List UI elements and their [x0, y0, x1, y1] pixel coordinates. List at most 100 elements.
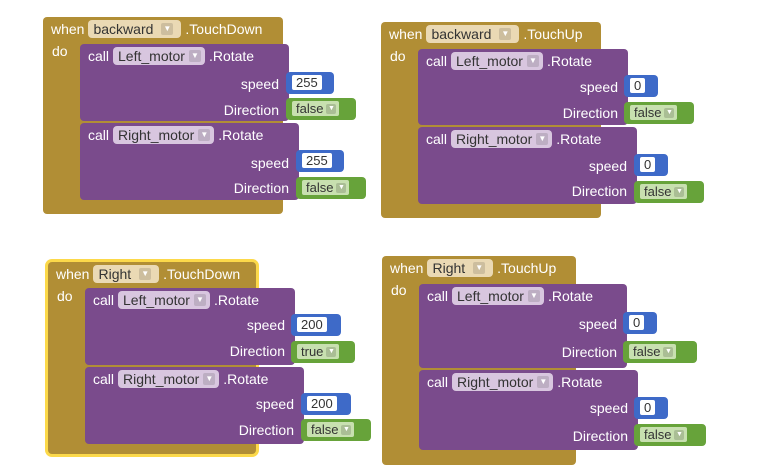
number-value[interactable]: 0 [640, 400, 656, 415]
call-keyword: call [427, 288, 449, 304]
do-keyword: do [52, 43, 68, 59]
call-block-left-motor-rotate[interactable]: call Left_motor▼ .Rotate speed Direction [418, 49, 628, 125]
number-value[interactable]: 255 [302, 153, 332, 168]
number-block[interactable]: 200 [301, 393, 351, 415]
number-value[interactable]: 200 [297, 317, 327, 332]
component-name: Right [98, 266, 132, 282]
call-keyword: call [88, 127, 110, 143]
call-keyword: call [426, 131, 448, 147]
component-name: Left_motor [457, 288, 524, 304]
component-name: Right_motor [123, 371, 200, 387]
boolean-block[interactable]: false▼ [623, 341, 697, 363]
number-block[interactable]: 0 [634, 397, 668, 419]
number-block[interactable]: 0 [624, 75, 658, 97]
boolean-dropdown[interactable]: false▼ [307, 422, 355, 437]
event-header: when backward▼ .TouchDown [43, 17, 266, 41]
boolean-dropdown[interactable]: true▼ [297, 344, 340, 359]
method-name: .Rotate [557, 374, 603, 390]
component-dropdown[interactable]: Right_motor▼ [452, 373, 554, 391]
boolean-value: false [633, 344, 661, 359]
chevron-down-icon: ▼ [499, 28, 512, 40]
number-block[interactable]: 255 [286, 72, 334, 94]
boolean-value: true [301, 344, 324, 359]
when-keyword: when [56, 266, 90, 282]
component-dropdown[interactable]: Left_motor▼ [113, 47, 205, 65]
when-keyword: when [51, 21, 85, 37]
chevron-down-icon: ▼ [527, 290, 540, 302]
number-block[interactable]: 255 [296, 150, 344, 172]
boolean-block[interactable]: false▼ [286, 98, 356, 120]
call-header: call Left_motor▼ .Rotate [427, 284, 597, 308]
call-header: call Left_motor▼ .Rotate [426, 49, 596, 73]
number-block[interactable]: 200 [291, 314, 341, 336]
component-name: Left_motor [118, 48, 185, 64]
component-name: Left_motor [123, 292, 190, 308]
boolean-dropdown[interactable]: false▼ [302, 180, 350, 195]
component-dropdown[interactable]: Right_motor▼ [118, 370, 220, 388]
component-name: backward [431, 26, 492, 42]
speed-label: speed [579, 79, 618, 95]
do-keyword: do [57, 288, 73, 304]
chevron-down-icon: ▼ [674, 186, 685, 197]
boolean-block[interactable]: false▼ [634, 181, 704, 203]
number-value[interactable]: 0 [640, 157, 656, 172]
chevron-down-icon: ▼ [139, 268, 152, 280]
direction-label: Direction [238, 422, 294, 438]
method-name: .Rotate [223, 371, 269, 387]
call-header: call Right_motor▼ .Rotate [88, 123, 267, 147]
component-dropdown[interactable]: Left_motor▼ [452, 287, 544, 305]
chevron-down-icon: ▼ [161, 23, 174, 35]
call-keyword: call [88, 48, 110, 64]
call-block-right-motor-rotate[interactable]: call Right_motor▼ .Rotate speed Directio… [418, 127, 637, 204]
method-name: .Rotate [547, 288, 594, 304]
chevron-down-icon: ▼ [203, 373, 216, 385]
chevron-down-icon: ▼ [537, 376, 550, 388]
call-block-right-motor-rotate[interactable]: call Right_motor▼ .Rotate speed Directio… [85, 367, 304, 444]
event-name: .TouchDown [185, 21, 263, 37]
component-dropdown[interactable]: backward ▼ [426, 25, 520, 43]
do-keyword: do [391, 282, 407, 298]
event-name: .TouchUp [497, 260, 557, 276]
call-block-right-motor-rotate[interactable]: call Right_motor▼ .Rotate speed Directio… [80, 123, 299, 200]
call-block-right-motor-rotate[interactable]: call Right_motor▼ .Rotate speed Directio… [419, 370, 638, 450]
boolean-value: false [296, 101, 324, 116]
chevron-down-icon: ▼ [188, 50, 201, 62]
boolean-block[interactable]: false▼ [634, 424, 706, 446]
boolean-dropdown[interactable]: false▼ [640, 184, 688, 199]
boolean-block[interactable]: true▼ [291, 341, 355, 363]
boolean-block[interactable]: false▼ [296, 177, 366, 199]
direction-label: Direction [572, 428, 628, 444]
do-keyword: do [390, 48, 406, 64]
component-dropdown[interactable]: Right_motor▼ [451, 130, 553, 148]
call-header: call Left_motor▼ .Rotate [93, 288, 263, 312]
when-keyword: when [389, 26, 423, 42]
direction-label: Direction [229, 343, 285, 359]
boolean-block[interactable]: false▼ [624, 102, 694, 124]
chevron-down-icon: ▼ [536, 133, 549, 145]
number-block[interactable]: 0 [634, 154, 668, 176]
call-keyword: call [93, 371, 115, 387]
call-block-left-motor-rotate[interactable]: call Left_motor▼ .Rotate speed Direction [419, 284, 627, 368]
boolean-dropdown[interactable]: false▼ [292, 101, 340, 116]
direction-label: Direction [561, 344, 617, 360]
component-dropdown[interactable]: Right_motor▼ [113, 126, 215, 144]
number-value[interactable]: 200 [307, 396, 337, 411]
boolean-dropdown[interactable]: false▼ [629, 344, 677, 359]
call-block-left-motor-rotate[interactable]: call Left_motor▼ .Rotate speed Direction [80, 44, 289, 121]
boolean-dropdown[interactable]: false▼ [640, 427, 688, 442]
boolean-block[interactable]: false▼ [301, 419, 371, 441]
call-header: call Left_motor▼ .Rotate [88, 44, 258, 68]
component-dropdown[interactable]: backward▼ [88, 20, 182, 38]
component-dropdown[interactable]: Right▼ [427, 259, 494, 277]
component-dropdown[interactable]: Left_motor▼ [451, 52, 543, 70]
component-dropdown[interactable]: Right ▼ [93, 265, 160, 283]
chevron-down-icon: ▼ [664, 107, 675, 118]
number-value[interactable]: 0 [629, 315, 645, 330]
chevron-down-icon: ▼ [336, 182, 347, 193]
call-block-left-motor-rotate[interactable]: call Left_motor▼ .Rotate speed Direction [85, 288, 295, 365]
number-block[interactable]: 0 [623, 312, 657, 334]
number-value[interactable]: 255 [292, 75, 322, 90]
component-dropdown[interactable]: Left_motor▼ [118, 291, 210, 309]
number-value[interactable]: 0 [630, 78, 646, 93]
boolean-dropdown[interactable]: false▼ [630, 105, 678, 120]
